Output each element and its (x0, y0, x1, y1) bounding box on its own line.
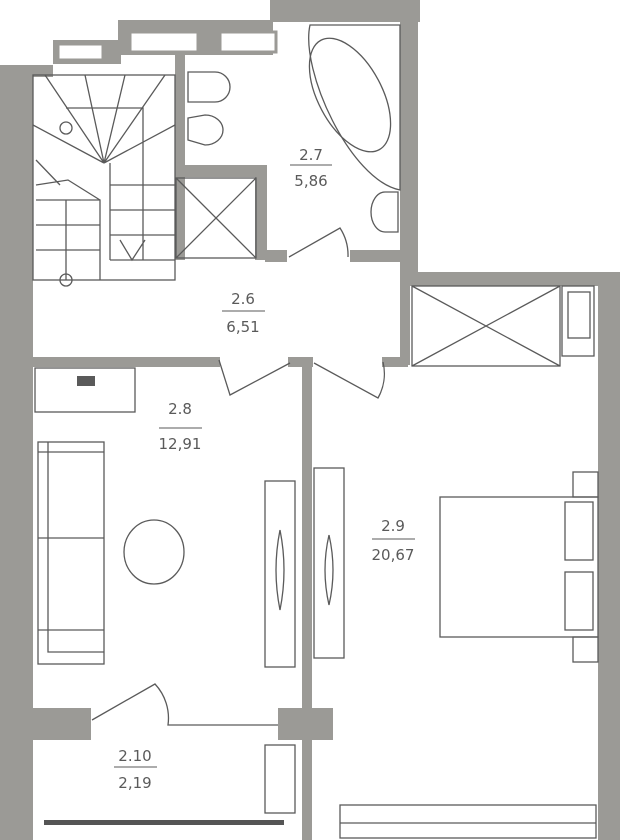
room-label-2-8: 2.8 12,91 (159, 400, 202, 453)
room-label-2-6: 2.6 6,51 (222, 290, 265, 336)
room-label-2-7: 2.7 5,86 (290, 146, 332, 190)
doors (91, 227, 386, 726)
sofa (37, 441, 105, 665)
room-area: 5,86 (294, 172, 327, 190)
room-number: 2.7 (299, 146, 323, 164)
toilet-icon (187, 114, 224, 146)
wardrobe (313, 467, 345, 659)
room-number: 2.6 (231, 290, 255, 308)
bed (439, 496, 599, 638)
room-label-2-9: 2.9 20,67 (372, 517, 415, 564)
bathtub-icon (308, 24, 401, 191)
bathroom-fixtures (175, 24, 401, 259)
coffee-table (123, 519, 185, 585)
balcony-railing (44, 820, 284, 825)
room-area: 6,51 (226, 318, 259, 336)
furniture (34, 285, 599, 839)
radiator (339, 804, 597, 839)
windows (44, 30, 284, 825)
staircase (32, 74, 176, 287)
room-area: 20,67 (372, 546, 415, 564)
room-area: 12,91 (159, 435, 202, 453)
room-area: 2,19 (118, 774, 151, 792)
bidet-icon (187, 71, 231, 103)
desk (34, 367, 136, 413)
shower-cross (175, 177, 257, 259)
room-number: 2.9 (381, 517, 405, 535)
sink-icon (370, 191, 399, 233)
room-number: 2.8 (168, 400, 192, 418)
room-number: 2.10 (118, 747, 151, 765)
tv-stand (264, 480, 296, 668)
balcony-cabinet (264, 744, 296, 814)
room-label-2-10: 2.10 2,19 (114, 747, 157, 792)
